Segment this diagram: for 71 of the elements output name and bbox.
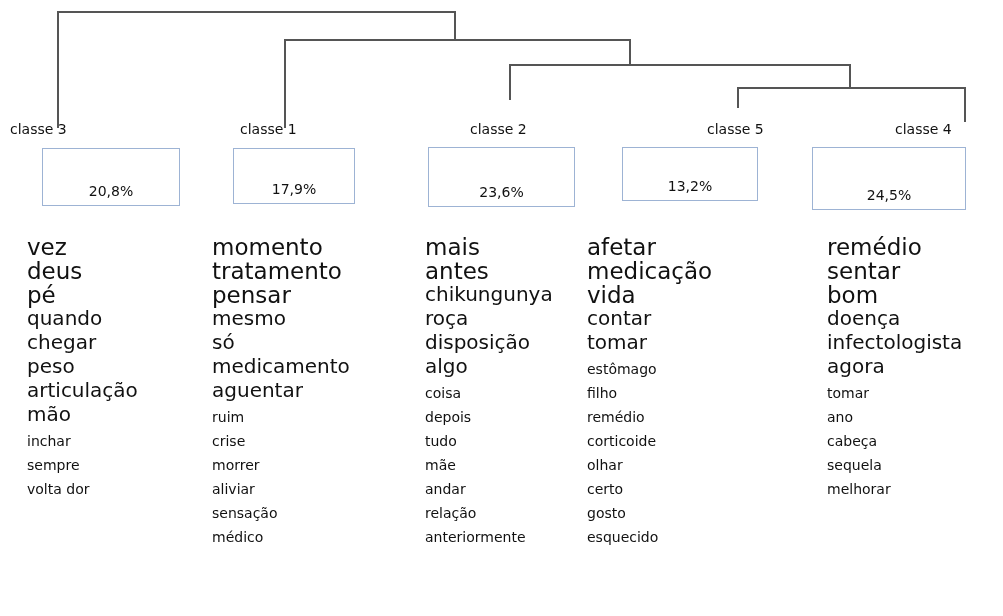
word-label: chikungunya — [425, 284, 553, 304]
word-label: cabeça — [827, 434, 878, 448]
word-label: olhar — [587, 458, 623, 472]
word-label: pensar — [212, 284, 291, 307]
word-label: volta dor — [27, 482, 90, 496]
word-label: agora — [827, 356, 885, 376]
word-label: tudo — [425, 434, 457, 448]
word-label: inchar — [27, 434, 71, 448]
word-label: momento — [212, 236, 323, 259]
word-label: disposição — [425, 332, 531, 352]
word-label: pé — [27, 284, 56, 307]
word-label: vez — [27, 236, 67, 259]
class-percentage-box: 13,2% — [622, 147, 758, 201]
word-label: antes — [425, 260, 489, 283]
word-label: mais — [425, 236, 480, 259]
class-label: classe 4 — [895, 121, 952, 137]
word-label: remédio — [587, 410, 645, 424]
word-label: quando — [27, 308, 103, 328]
word-label: tomar — [827, 386, 870, 400]
word-label: articulação — [27, 380, 138, 400]
word-label: médico — [212, 530, 264, 544]
word-label: aguentar — [212, 380, 303, 400]
word-label: sensação — [212, 506, 278, 520]
class-percentage-box: 23,6% — [428, 147, 575, 207]
word-label: remédio — [827, 236, 922, 259]
word-label: mesmo — [212, 308, 286, 328]
word-label: vida — [587, 284, 636, 307]
word-label: infectologista — [827, 332, 963, 352]
word-label: ano — [827, 410, 854, 424]
word-label: sequela — [827, 458, 882, 472]
word-label: peso — [27, 356, 75, 376]
word-label: filho — [587, 386, 618, 400]
word-label: chegar — [27, 332, 97, 352]
word-label: tratamento — [212, 260, 342, 283]
word-label: esquecido — [587, 530, 659, 544]
word-label: sentar — [827, 260, 901, 283]
word-label: doença — [827, 308, 901, 328]
class-label: classe 2 — [470, 121, 527, 137]
word-label: mão — [27, 404, 71, 424]
class-percentage-box: 20,8% — [42, 148, 180, 206]
word-label: tomar — [587, 332, 648, 352]
class-label: classe 3 — [10, 121, 67, 137]
word-label: coisa — [425, 386, 462, 400]
word-label: gosto — [587, 506, 626, 520]
word-label: estômago — [587, 362, 657, 376]
word-label: morrer — [212, 458, 260, 472]
word-label: bom — [827, 284, 879, 307]
word-label: ruim — [212, 410, 245, 424]
word-label: corticoide — [587, 434, 657, 448]
word-label: medicamento — [212, 356, 350, 376]
word-label: melhorar — [827, 482, 891, 496]
class-label: classe 5 — [707, 121, 764, 137]
word-label: certo — [587, 482, 624, 496]
class-percentage-box: 24,5% — [812, 147, 966, 210]
word-label: anteriormente — [425, 530, 526, 544]
word-label: só — [212, 332, 235, 352]
word-label: algo — [425, 356, 468, 376]
word-label: mãe — [425, 458, 456, 472]
word-label: afetar — [587, 236, 656, 259]
word-label: deus — [27, 260, 83, 283]
word-label: crise — [212, 434, 246, 448]
word-label: relação — [425, 506, 477, 520]
word-label: roça — [425, 308, 469, 328]
word-label: medicação — [587, 260, 713, 283]
class-percentage-box: 17,9% — [233, 148, 355, 204]
word-label: contar — [587, 308, 652, 328]
word-label: aliviar — [212, 482, 255, 496]
word-label: sempre — [27, 458, 80, 472]
class-label: classe 1 — [240, 121, 297, 137]
word-label: andar — [425, 482, 466, 496]
word-label: depois — [425, 410, 472, 424]
